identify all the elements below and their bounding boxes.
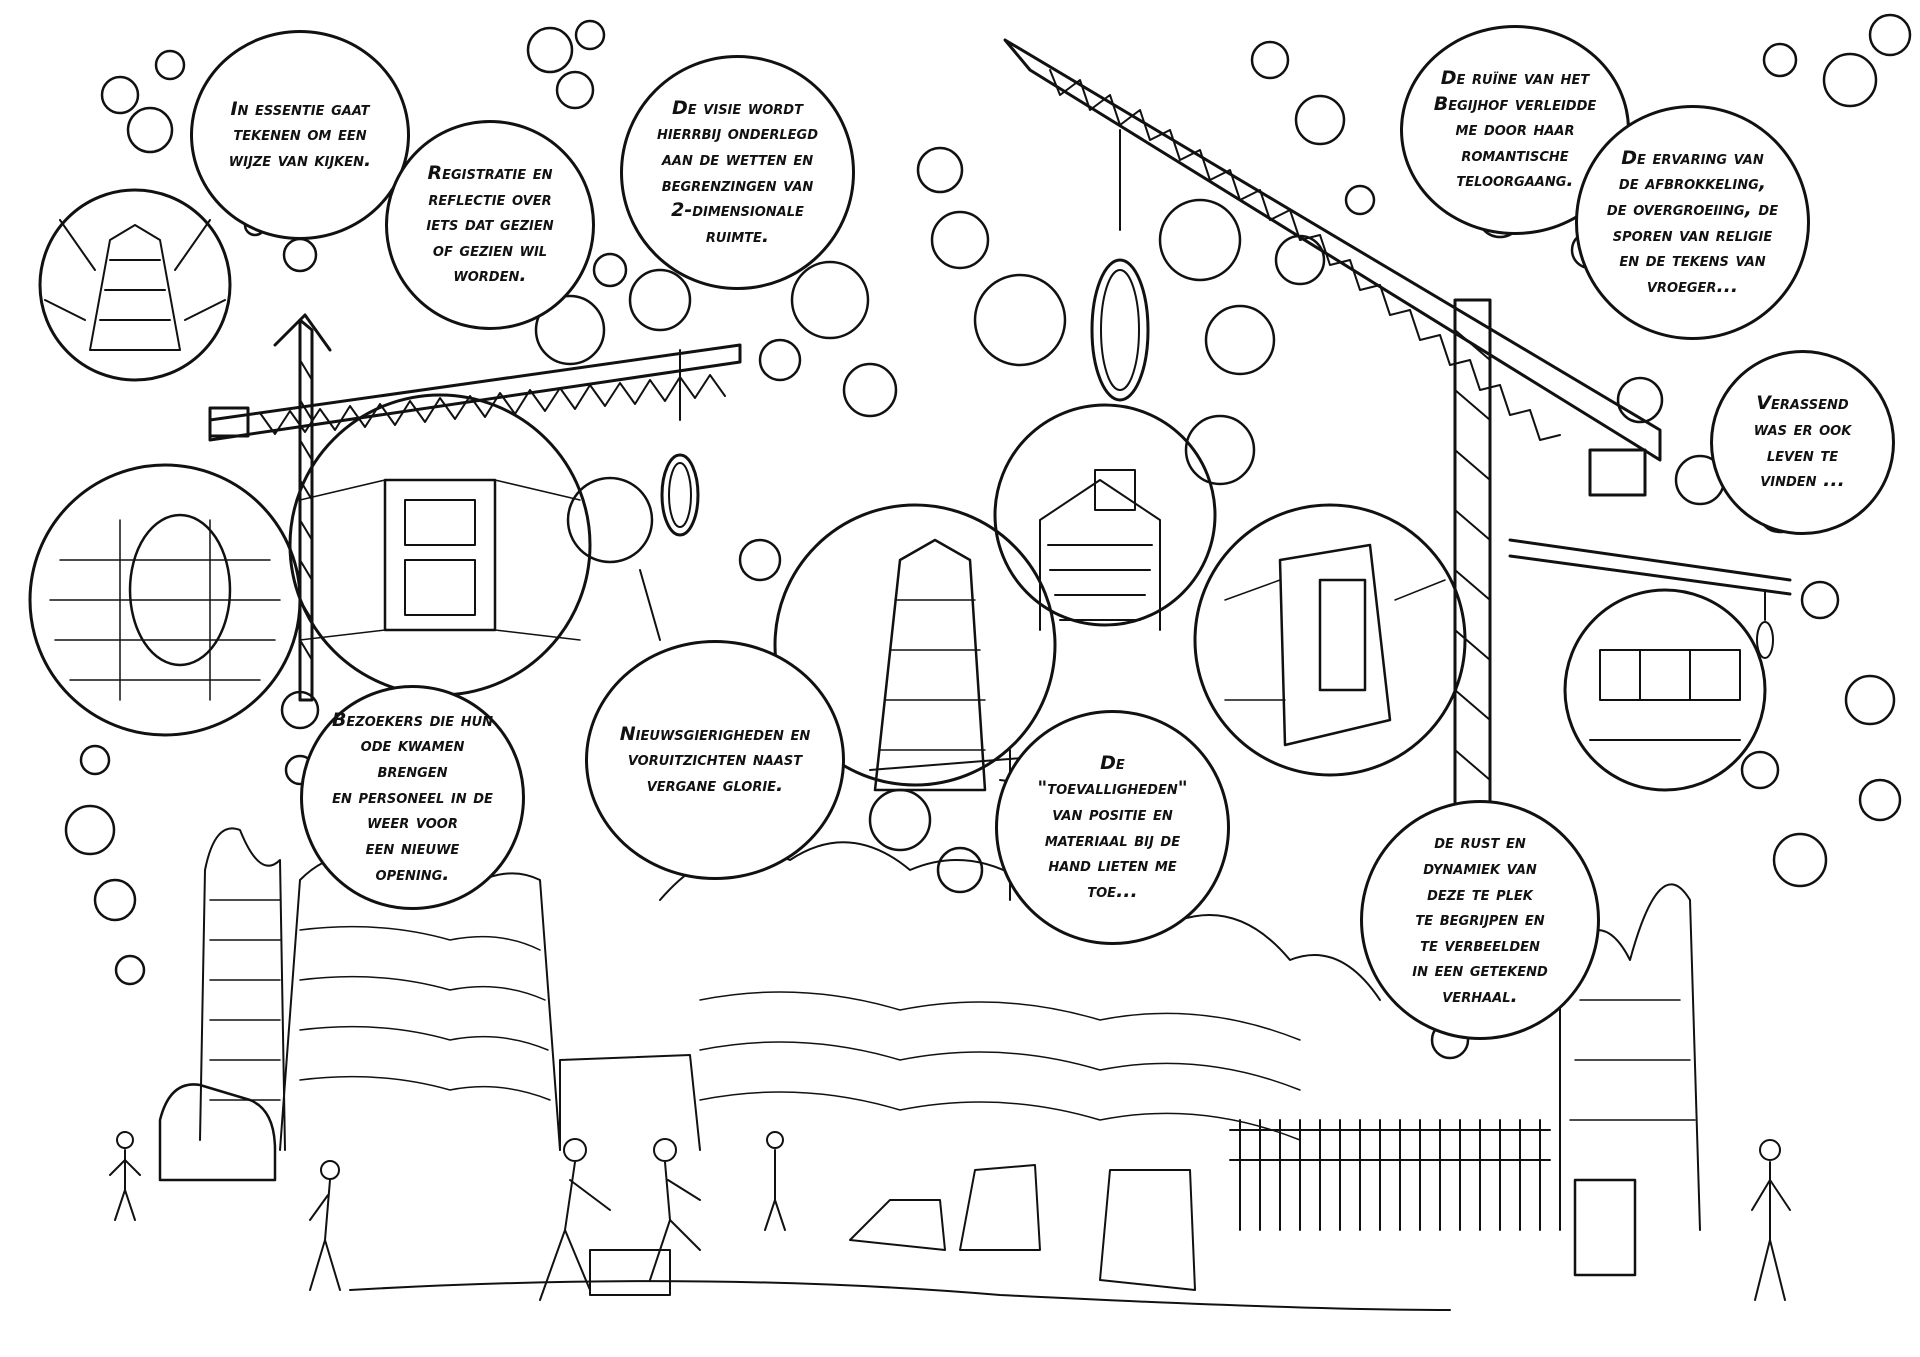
speech-bubble-surprising-life: Verassend was er ook leven te vinden ... [1710,350,1895,535]
speech-bubble-text: De ruïne van het Begijhof verleidde me d… [1433,66,1597,192]
people-figures-drawing [109,1131,1791,1301]
speech-bubble-drawing-as-seeing: In essentie gaat tekenen om een wijze va… [190,30,410,240]
speech-bubble-text: Nieuwsgierigheden en voruitzichten naast… [619,722,811,796]
speech-bubble-text: de rust en dynamiek van deze te plek te … [1412,831,1548,1008]
speech-bubble-experience-crumbling: De ervaring van de afbrokkeling, de over… [1575,105,1810,340]
speech-bubble-text: Registratie en reflectie over iets dat g… [426,161,554,287]
speech-bubble-registration-reflection: Registratie en reflectie over iets dat g… [385,120,595,330]
speech-bubble-text: Verassend was er ook leven te vinden ... [1753,392,1852,492]
speech-bubble-visitors-staff: Bezoekers die hun ode kwamen brengen en … [300,685,525,910]
speech-bubble-coincidences: De "toevalligheden" van positie en mater… [995,710,1230,945]
speech-bubble-text: De "toevalligheden" van positie en mater… [1037,751,1188,902]
speech-bubble-curiosities-glory: Nieuwsgierigheden en voruitzichten naast… [585,640,845,880]
speech-bubble-rest-dynamics: de rust en dynamiek van deze te plek te … [1360,800,1600,1040]
vignette-circles-drawing [28,188,1767,792]
speech-bubble-text: Bezoekers die hun ode kwamen brengen en … [331,708,494,885]
floating-bubbles-drawing [64,13,1912,1060]
speech-bubble-text: De ervaring van de afbrokkeling, de over… [1606,146,1779,297]
speech-bubble-text: In essentie gaat tekenen om een wijze va… [228,97,372,171]
speech-bubble-text: De visie wordt hierrbij onderlegd aan de… [656,96,819,247]
speech-bubble-vision-2d-space: De visie wordt hierrbij onderlegd aan de… [620,55,855,290]
crane-right-drawing [1003,38,1792,862]
